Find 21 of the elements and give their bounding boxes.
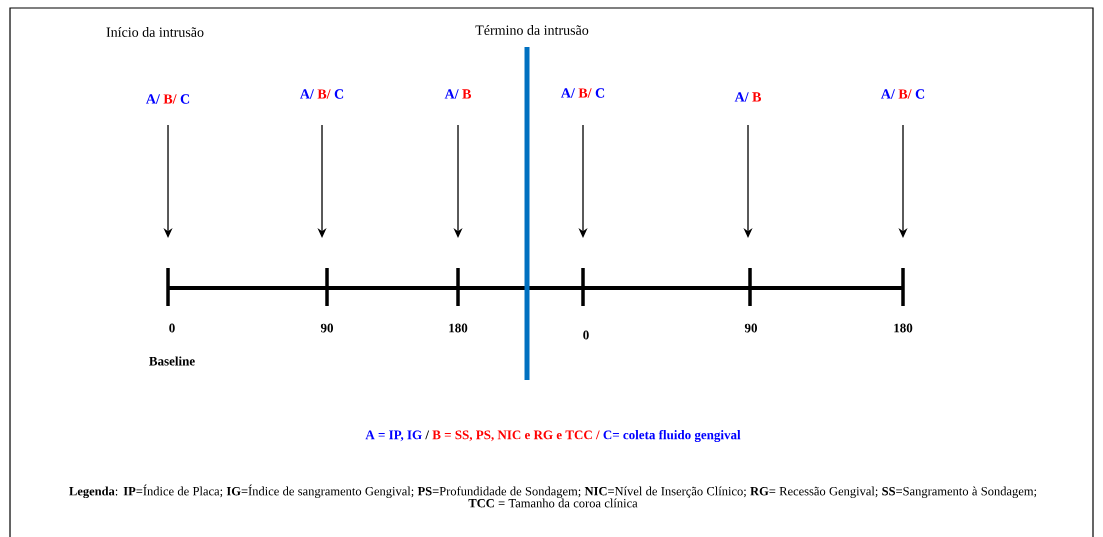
axis-label: 90 — [744, 323, 757, 333]
label: C= coleta fluido gengival — [603, 429, 741, 442]
phase-label: Término da intrusão — [475, 25, 589, 35]
caption-text: Legenda: IP=Índice de Placa; IG=Índice de sangramento Gengival; PS=Profundidade de Sondagem; NIC=Nível de Inserção Clínico; RG= Recessão Gengival; SS=Sangramento à Sondagem; TCC = Tamanho da coroa clínica — [69, 484, 1037, 508]
group-label: A/ B — [734, 92, 762, 102]
label: A = IP, IG — [365, 430, 422, 442]
group-label: A/ B/ C — [146, 94, 190, 104]
axis-label: 0 — [583, 330, 589, 340]
label: B = SS, PS, NIC e RG e TCC / — [432, 430, 600, 442]
group-label: A/ B/ C — [561, 88, 605, 98]
group-label: A/ B — [444, 89, 472, 99]
axis-label: 90 — [320, 323, 333, 333]
axis-label: 0 — [169, 323, 175, 333]
group-label: A/ B/ C — [300, 89, 344, 99]
axis-label: 180 — [449, 323, 468, 333]
group-label: A/ B/ C — [881, 89, 925, 99]
axis-label: 180 — [894, 323, 913, 333]
phase-label: Início da intrusão — [106, 27, 204, 37]
key-text: A = IP, IG / B = SS, PS, NIC e RG e TCC / C= coleta fluido gengival — [365, 429, 741, 442]
axis-label: Baseline — [149, 356, 195, 366]
label: / — [425, 430, 430, 440]
